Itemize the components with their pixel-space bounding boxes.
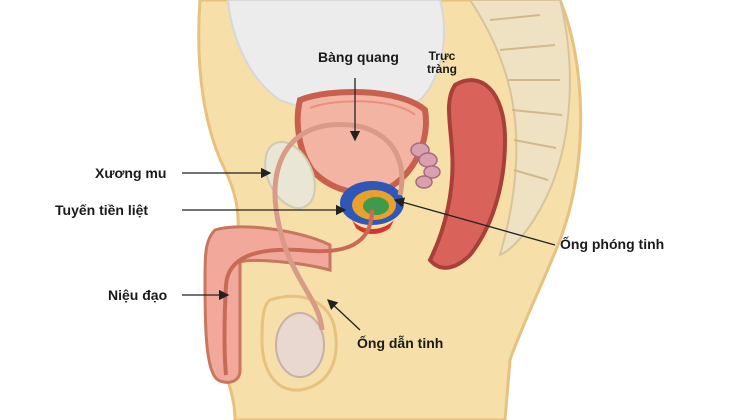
vas-deferens-tube — [272, 121, 405, 331]
label-rectum-line1: Trực — [428, 49, 456, 63]
ejaculatory-duct-leader — [393, 197, 556, 246]
testis — [275, 312, 325, 378]
sacrum — [468, 0, 571, 257]
prostate-gland — [340, 181, 404, 234]
label-pubic-bone: Xương mu — [95, 165, 167, 181]
label-bladder: Bàng quang — [318, 49, 399, 65]
label-vas-deferens: Ống dẫn tinh — [357, 335, 444, 351]
label-prostate: Tuyến tiền liệt — [55, 202, 149, 218]
label-rectum: Trực tràng — [420, 50, 464, 76]
label-ejaculatory-duct: Ống phóng tinh — [560, 236, 665, 252]
pubic-bone — [264, 140, 316, 210]
seminal-vesicle — [410, 142, 441, 189]
urethra-tube — [222, 209, 374, 376]
label-rectum-line2: tràng — [427, 62, 457, 76]
vas-deferens-leader — [327, 299, 361, 331]
rectum — [427, 78, 508, 270]
label-urethra: Niệu đạo — [108, 287, 168, 303]
